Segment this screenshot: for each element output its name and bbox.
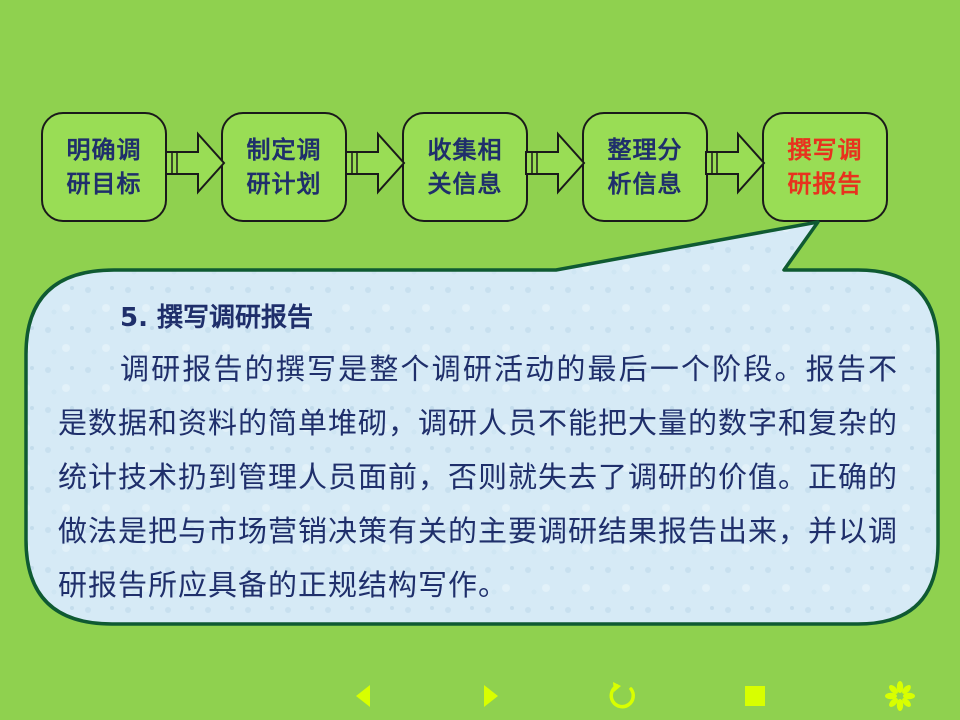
step-4-label: 整理分析信息: [607, 135, 683, 198]
prev-button[interactable]: [348, 676, 378, 716]
flow-arrow-3: [525, 131, 586, 195]
step-2-label: 制定调研计划: [246, 135, 322, 198]
asterisk-flower-icon: [885, 681, 915, 711]
square-icon: [745, 686, 765, 706]
menu-button[interactable]: [880, 676, 920, 716]
step-5-label: 撰写调研报告: [787, 135, 863, 198]
callout-body: 调研报告的撰写是整个调研活动的最后一个阶段。报告不是数据和资料的简单堆砌，调研人…: [58, 352, 899, 602]
end-button[interactable]: [740, 676, 770, 716]
step-3-box: 收集相关信息: [402, 112, 528, 222]
step-4-box: 整理分析信息: [582, 112, 708, 222]
flow-arrow-1: [165, 131, 226, 195]
flow-arrow-4: [705, 131, 766, 195]
callout-content: 5. 撰写调研报告 调研报告的撰写是整个调研活动的最后一个阶段。报告不是数据和资…: [58, 296, 898, 612]
next-button[interactable]: [476, 676, 506, 716]
step-1-box: 明确调研目标: [41, 112, 167, 222]
step-3-label: 收集相关信息: [427, 135, 503, 198]
step-5-box-active: 撰写调研报告: [762, 112, 888, 222]
callout-heading: 5. 撰写调研报告: [120, 303, 314, 333]
triangle-left-icon: [356, 685, 370, 707]
step-1-label: 明确调研目标: [66, 135, 142, 198]
triangle-right-icon: [484, 685, 498, 707]
circular-arrow-icon: [609, 682, 635, 709]
flow-arrow-2: [345, 131, 406, 195]
return-button[interactable]: [604, 676, 640, 716]
